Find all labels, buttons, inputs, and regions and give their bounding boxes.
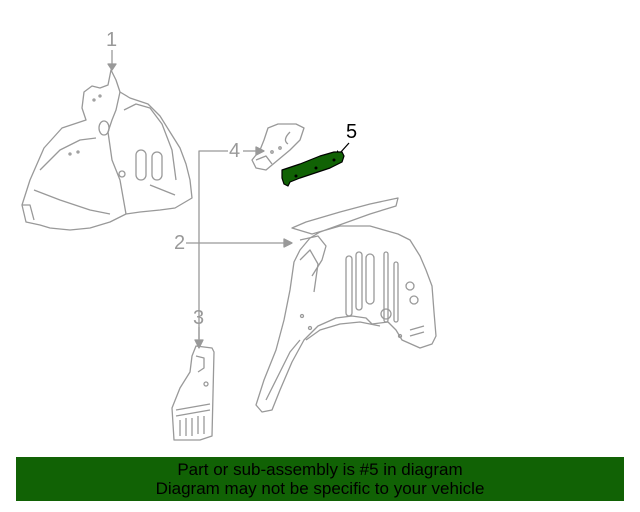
part-3-pillar-drawing (171, 345, 215, 441)
callout-3[interactable]: 3 (193, 307, 205, 329)
info-banner: Part or sub-assembly is #5 in diagram Di… (16, 457, 624, 501)
callout-4[interactable]: 4 (229, 140, 241, 162)
leader-lines (186, 146, 293, 349)
part-5-highlighted-drawing (281, 142, 350, 187)
part-2-quarter-panel-drawing (255, 197, 437, 413)
callout-5[interactable]: 5 (346, 121, 358, 143)
part-4-bracket-drawing (251, 123, 305, 171)
banner-line-1: Part or sub-assembly is #5 in diagram (177, 460, 463, 479)
callout-1[interactable]: 1 (106, 29, 118, 51)
part-1-wheelhouse-drawing (21, 50, 193, 231)
banner-line-2: Diagram may not be specific to your vehi… (155, 479, 485, 498)
callout-2[interactable]: 2 (174, 232, 186, 254)
